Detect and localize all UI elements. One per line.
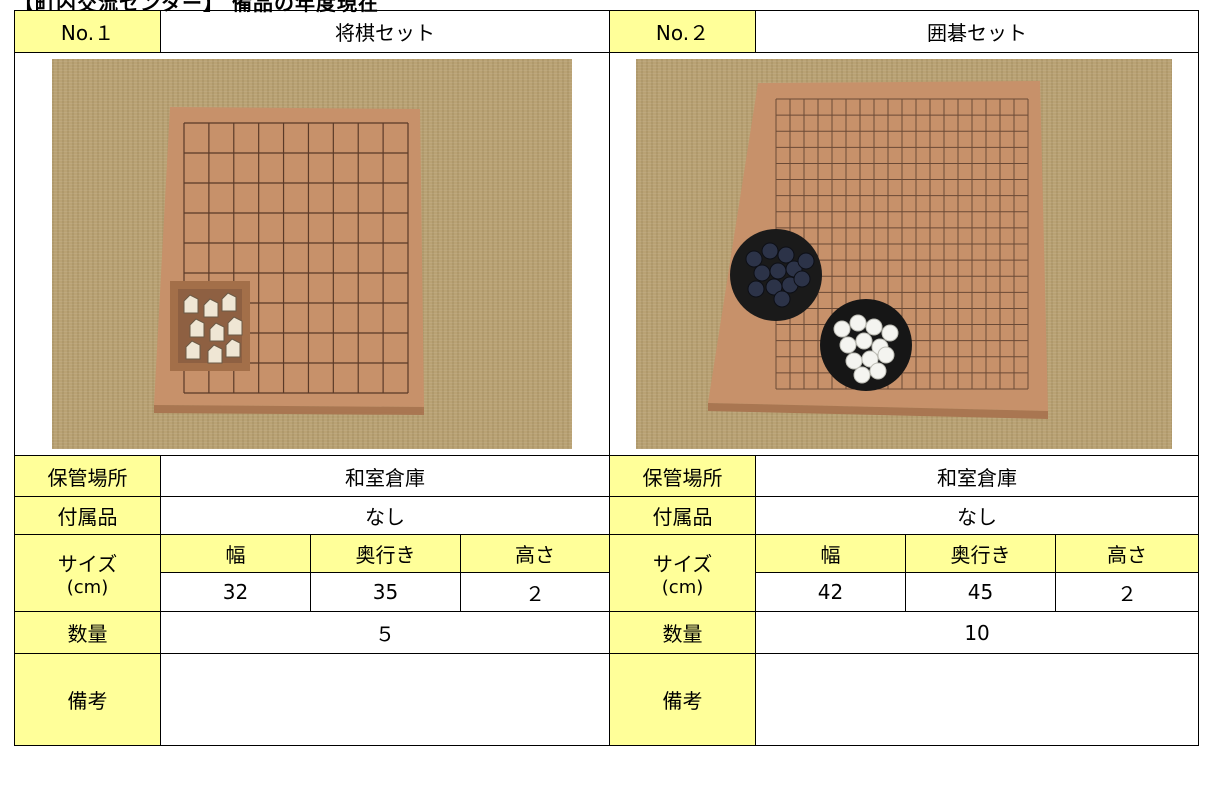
- item-photo-cell: [609, 52, 1200, 456]
- size-unit: (cm): [66, 577, 109, 598]
- title-row: No.１ 将棋セット No.２ 囲碁セット: [14, 10, 1200, 53]
- shogi-board-edge: [154, 405, 425, 415]
- accessories-value: なし: [755, 496, 1200, 535]
- notes-value: [159, 653, 611, 746]
- quantity-row: 数量 ５ 数量 10: [14, 611, 1200, 654]
- size-label: サイズ (cm): [14, 534, 161, 612]
- size-header-row: サイズ (cm) 幅 奥行き 高さ サイズ (cm) 幅 奥行き 高さ: [14, 534, 1200, 612]
- depth-label: 奥行き: [310, 534, 461, 573]
- notes-row: 備考 備考: [14, 653, 1200, 746]
- quantity-label: 数量: [14, 611, 161, 654]
- shogi-board-image: [154, 107, 425, 415]
- size-value-row: 32 35 ２ 42 45 ２: [15, 572, 1200, 612]
- width-label: 幅: [160, 534, 311, 573]
- quantity-label: 数量: [609, 611, 757, 654]
- height-label: 高さ: [1055, 534, 1200, 573]
- storage-label: 保管場所: [609, 455, 757, 497]
- size-label-text: サイズ: [652, 552, 713, 576]
- width-label: 幅: [755, 534, 907, 573]
- size-unit: (cm): [661, 577, 704, 598]
- white-stones: [833, 314, 899, 384]
- depth-value: 35: [310, 572, 461, 612]
- accessories-value: なし: [159, 496, 611, 535]
- width-value: 42: [755, 572, 907, 612]
- accessories-label: 付属品: [609, 496, 757, 535]
- height-label: 高さ: [459, 534, 611, 573]
- storage-row: 保管場所 和室倉庫 保管場所 和室倉庫: [14, 455, 1200, 497]
- depth-value: 45: [905, 572, 1057, 612]
- item-number: No.２: [609, 10, 757, 53]
- item-name: 囲碁セット: [755, 10, 1200, 53]
- go-board-image: [708, 81, 1049, 419]
- width-value: 32: [160, 572, 311, 612]
- inventory-table: No.１ 将棋セット No.２ 囲碁セット: [13, 10, 1200, 746]
- black-stones: [745, 242, 815, 308]
- size-label: サイズ (cm): [609, 534, 757, 612]
- storage-value: 和室倉庫: [755, 455, 1200, 497]
- item-photo-cell: [13, 52, 611, 456]
- go-board-edge: [708, 403, 1049, 419]
- shogi-pieces: [183, 292, 243, 364]
- notes-label: 備考: [609, 653, 757, 746]
- quantity-value: 10: [755, 611, 1200, 654]
- notes-value: [755, 653, 1200, 746]
- go-photo: [636, 59, 1173, 449]
- quantity-value: ５: [159, 611, 611, 654]
- shogi-grid: [183, 122, 409, 394]
- photo-row: [13, 52, 1200, 456]
- notes-label: 備考: [14, 653, 161, 746]
- accessories-row: 付属品 なし 付属品 なし: [14, 496, 1200, 535]
- storage-value: 和室倉庫: [159, 455, 611, 497]
- size-label-text: サイズ: [57, 552, 118, 576]
- depth-label: 奥行き: [905, 534, 1057, 573]
- item-number: No.１: [14, 10, 161, 53]
- height-value: ２: [1055, 572, 1200, 612]
- accessories-label: 付属品: [14, 496, 161, 535]
- height-value: ２: [459, 572, 611, 612]
- item-name: 将棋セット: [159, 10, 611, 53]
- shogi-photo: [52, 59, 573, 449]
- storage-label: 保管場所: [14, 455, 161, 497]
